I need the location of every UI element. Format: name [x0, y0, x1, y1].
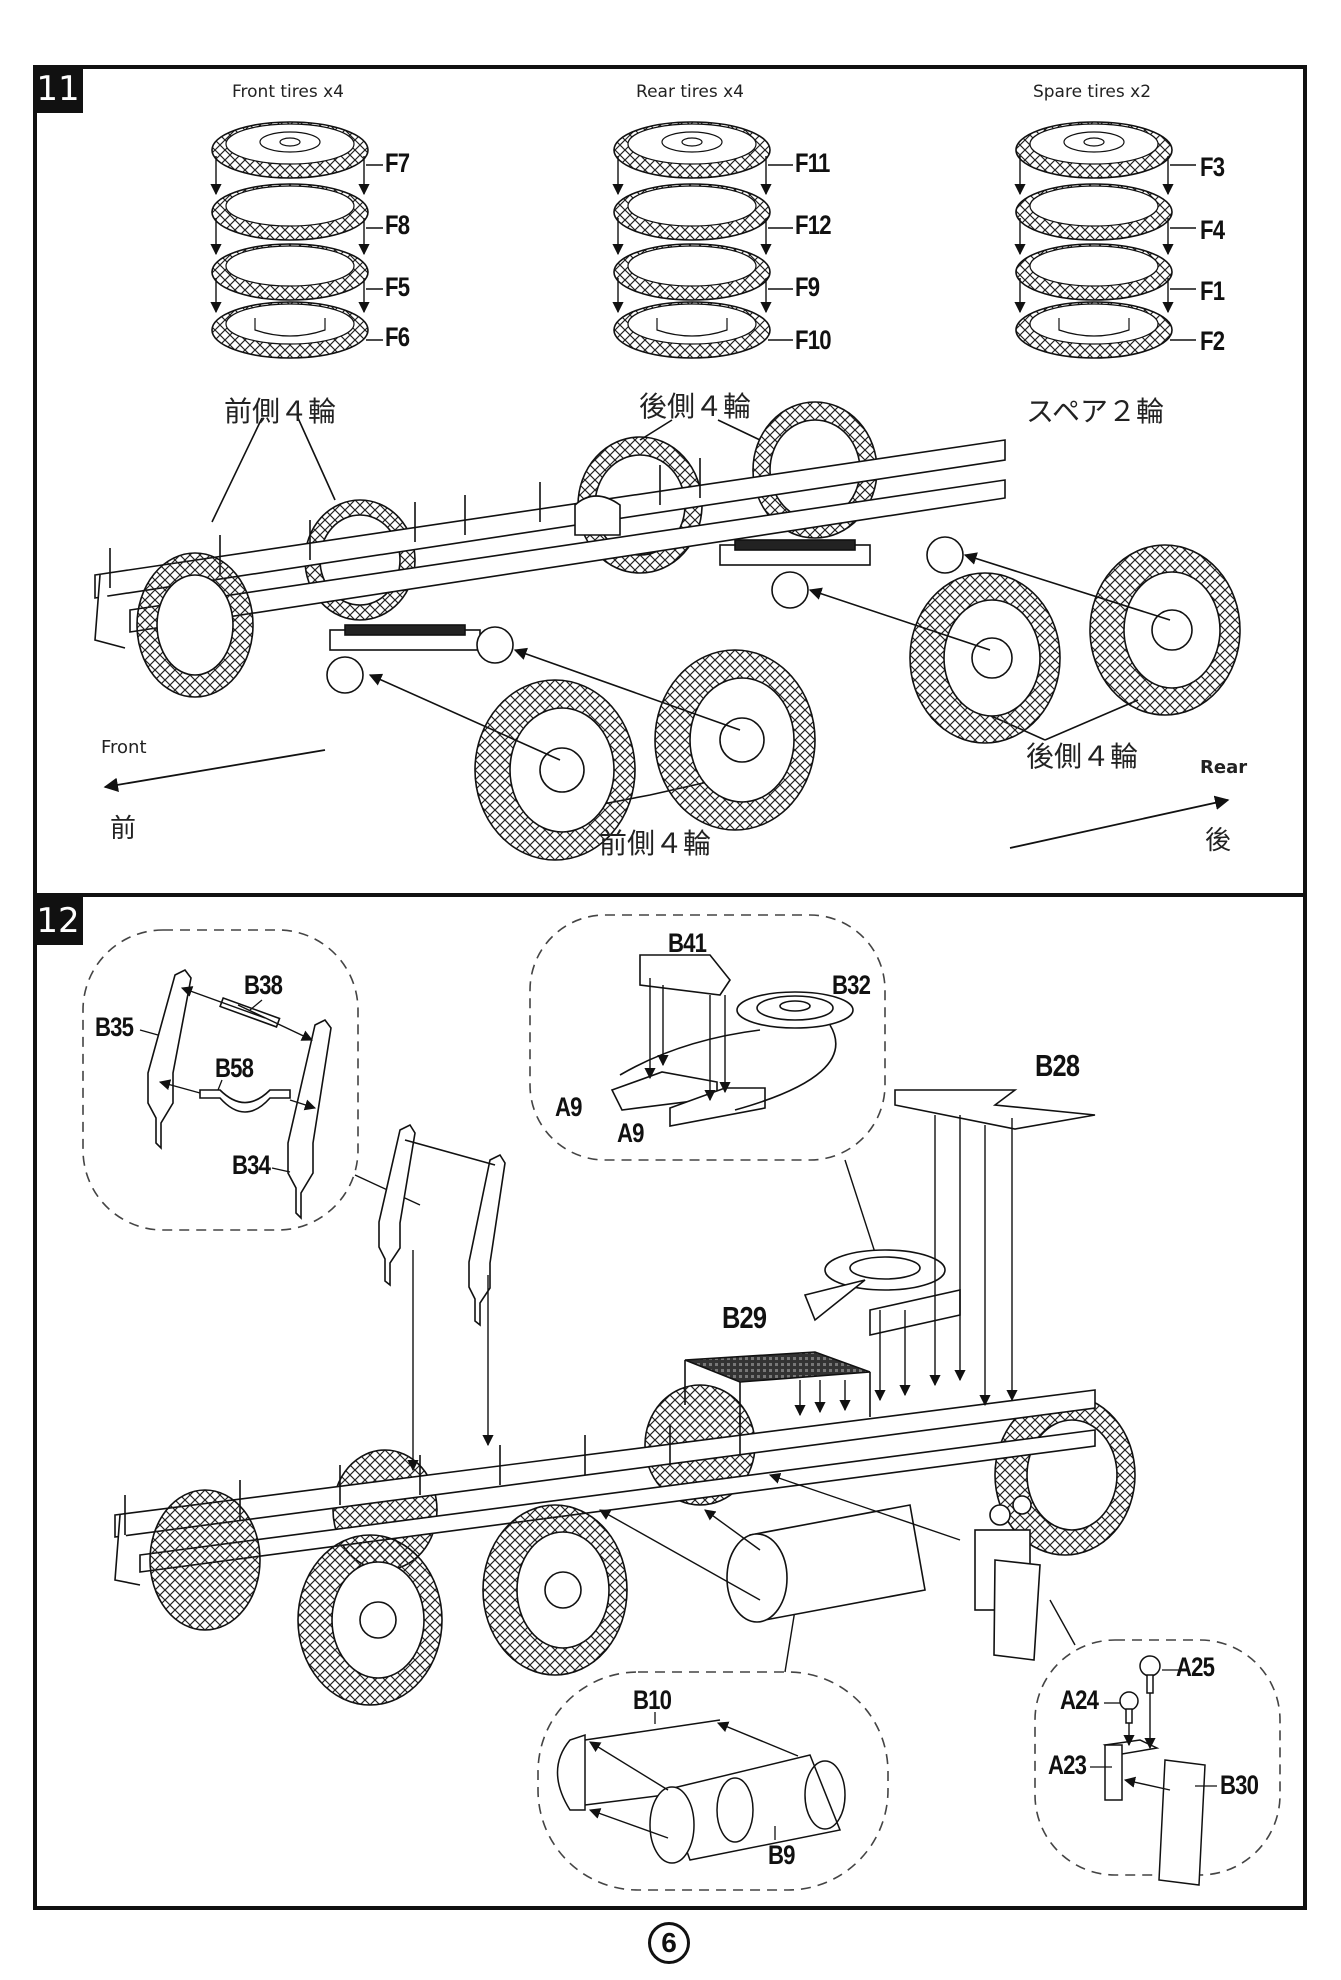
part-label: B10: [633, 1685, 672, 1715]
part-label: F7: [385, 148, 410, 178]
fifth-wheel-detail: [610, 954, 854, 1127]
part-label: F9: [795, 272, 820, 302]
stanchion-leaders: [139, 999, 291, 1173]
chassis-step11: [94, 401, 1241, 861]
step-number-badge: 12: [33, 897, 83, 945]
step-number-badge: 11: [33, 65, 83, 113]
part-label: F2: [1200, 326, 1225, 356]
page-frame: [33, 65, 1307, 1910]
rear-direction-label: Rear: [1200, 757, 1248, 778]
chassis-step12: [114, 1089, 1136, 1706]
part-label: F5: [385, 272, 410, 302]
front-wheels-bottom-jp-label: 前側４輪: [598, 827, 712, 860]
page-number: 6: [648, 1922, 690, 1964]
tire-stack-front: [210, 121, 370, 359]
tire-stack-rear: [612, 121, 772, 359]
front-tires-caption: Front tires x4: [231, 82, 345, 102]
part-label: B34: [232, 1150, 271, 1180]
part-label: F6: [385, 322, 410, 352]
assembly-arrows-step12: [407, 1115, 1018, 1601]
part-label: B29: [722, 1300, 767, 1335]
assembly-arrows-step11: [368, 552, 1171, 761]
step-divider: [33, 893, 1307, 897]
mudflap-detail: [1102, 1655, 1206, 1886]
part-label: F8: [385, 210, 410, 240]
callout-bubbles: [82, 914, 1281, 1891]
rear-wheels-jp-label: 後側４輪: [638, 390, 752, 423]
spare-wheels-jp-label: スペア２輪: [1025, 395, 1165, 428]
part-label: A23: [1048, 1750, 1087, 1780]
part-label: B35: [95, 1012, 134, 1042]
front-wheels-jp-label: 前側４輪: [223, 395, 337, 428]
tire-stack-spare: [1014, 121, 1174, 359]
rear-direction-jp: 後: [1205, 826, 1232, 856]
part-label: A25: [1176, 1652, 1215, 1682]
part-label: F4: [1200, 215, 1225, 245]
part-label: B32: [832, 970, 871, 1000]
front-direction-label: Front: [101, 737, 147, 758]
rear-tires-caption: Rear tires x4: [636, 82, 744, 102]
part-label: B41: [668, 928, 707, 958]
spare-tires-caption: Spare tires x2: [1032, 82, 1152, 102]
part-label: B30: [1220, 1770, 1259, 1800]
part-label: A9: [617, 1118, 644, 1148]
fuel-tank-detail: [556, 1719, 846, 1864]
part-label: F1: [1200, 276, 1225, 306]
part-label: F11: [795, 148, 830, 178]
rear-direction-arrow: [1009, 795, 1230, 849]
part-label: B58: [215, 1053, 254, 1083]
front-direction-jp: 前: [110, 814, 137, 844]
front-direction-arrow: [103, 749, 326, 792]
part-label: B9: [768, 1840, 795, 1870]
part-label: A24: [1060, 1685, 1099, 1715]
part-label: A9: [555, 1092, 582, 1122]
part-label: F3: [1200, 152, 1225, 182]
part-label: F10: [795, 325, 832, 355]
rear-wheels-bottom-jp-label: 後側４輪: [1025, 740, 1139, 773]
part-label: B38: [244, 970, 283, 1000]
part-label: B28: [1035, 1048, 1080, 1083]
part-label: F12: [795, 210, 832, 240]
